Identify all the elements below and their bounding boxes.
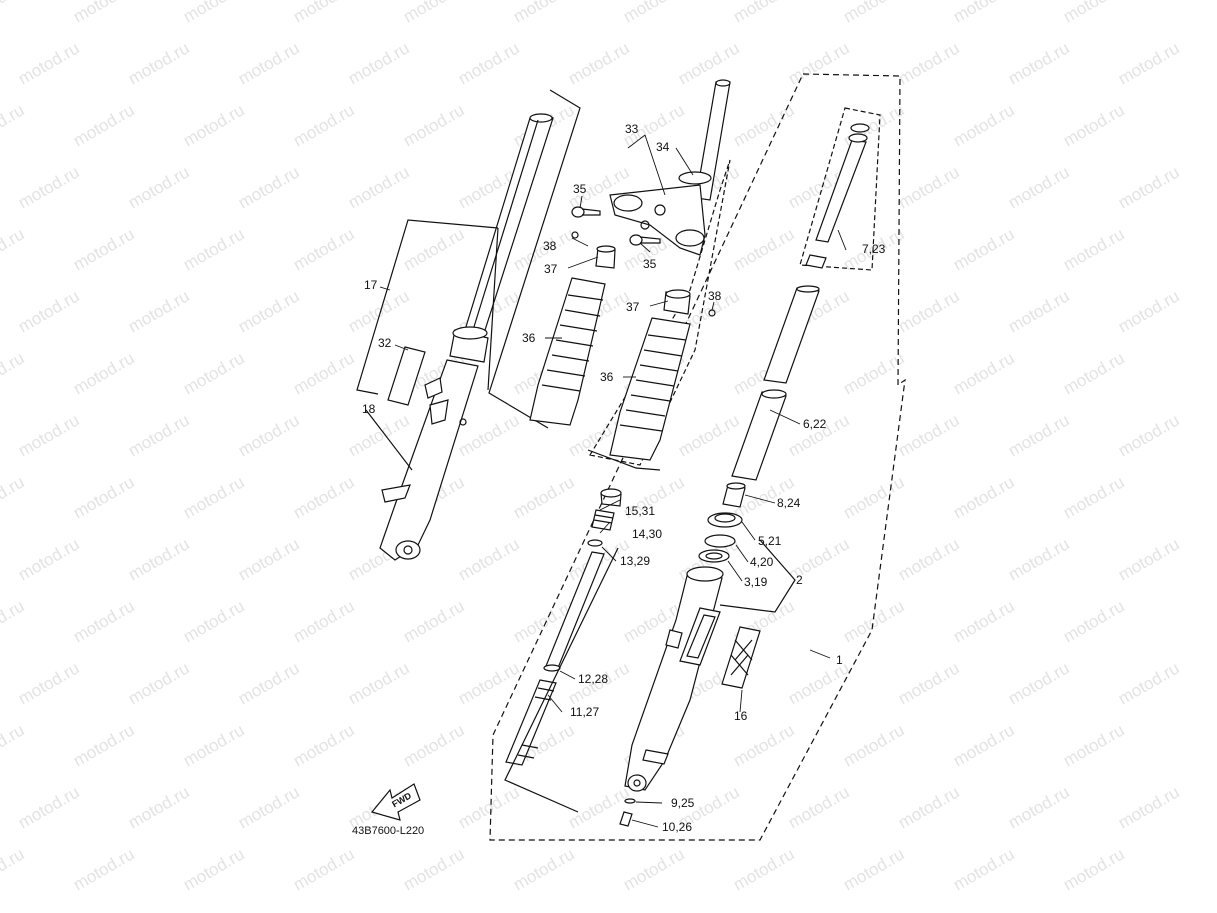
collar-part-8 [722,482,746,508]
callout-10-26: 10,26 [662,820,692,834]
leader-lines [379,134,847,828]
bracket-18 [365,409,413,471]
callout-33: 33 [625,122,639,136]
callout-36-left: 36 [522,331,536,345]
bracket-17-right [487,227,499,391]
fwd-arrow-icon: FWD [370,783,421,821]
callout-2: 2 [796,573,803,587]
damper-rod-part-12 [543,551,605,672]
callout-16: 16 [734,709,748,723]
callout-14-30: 14,30 [632,527,662,541]
bolt-part-35 [571,206,661,246]
callout-35-top: 35 [573,182,587,196]
bracket-outer [488,89,581,429]
fork-leg-part-18 [379,359,479,561]
callout-7-23: 7,23 [862,242,886,256]
callout-8-24: 8,24 [777,496,801,510]
callout-6-22: 6,22 [803,417,827,431]
callout-labels: 1 2 3,19 4,20 5,21 6,22 7,23 8,24 9,25 1… [352,122,886,837]
callout-35-bottom: 35 [643,257,657,271]
spring-seat-part-14 [591,509,615,531]
callout-38-right: 38 [708,289,722,303]
damper-cylinder-part-7 [805,123,870,269]
spring-part-11 [505,679,557,766]
bracket-boot [587,449,661,471]
bolt-part-10 [619,811,633,827]
o-ring-part-13 [587,539,603,547]
cap-part-15 [600,488,622,507]
callout-1: 1 [836,653,843,667]
outer-tube-part-17 [449,113,554,363]
callout-37-left: 37 [544,262,558,276]
callout-5-21: 5,21 [758,534,782,548]
fork-boot-left-part-36 [529,277,606,426]
fork-leg-part-2 [624,566,724,792]
reflector-bracket [679,607,721,666]
callout-13-29: 13,29 [620,554,650,568]
reflector-part-32 [387,346,426,406]
callout-9-25: 9,25 [671,796,695,810]
bracket-inner-left [504,547,619,813]
callout-3-19: 3,19 [744,575,768,589]
callout-36-right: 36 [600,370,614,384]
clip-part-4 [704,534,736,548]
callout-4-20: 4,20 [750,555,774,569]
assembly-inner-outline [589,159,731,466]
clamp-part-37 [595,245,691,315]
reflector-part-16 [721,626,761,689]
callout-12-28: 12,28 [578,672,608,686]
callout-17: 17 [364,278,378,292]
washer-part-9 [624,798,636,804]
seal-part-5 [707,512,743,528]
callout-37-right: 37 [626,300,640,314]
fork-boot-right-part-36 [609,317,691,461]
callout-18: 18 [362,402,376,416]
washer-part-3 [698,549,730,563]
callout-32: 32 [378,336,392,350]
callout-38-left: 38 [543,239,557,253]
callout-15-31: 15,31 [625,504,655,518]
assembly-1-outline [489,73,906,841]
steering-stem-part-34 [609,79,731,256]
bracket-2 [719,539,796,613]
bracket-17 [356,219,499,395]
callout-34: 34 [656,140,670,154]
callout-11-27: 11,27 [570,705,599,719]
inner-tube-part-6 [731,285,820,481]
drawing-code: 43B7600-L220 [352,825,424,837]
